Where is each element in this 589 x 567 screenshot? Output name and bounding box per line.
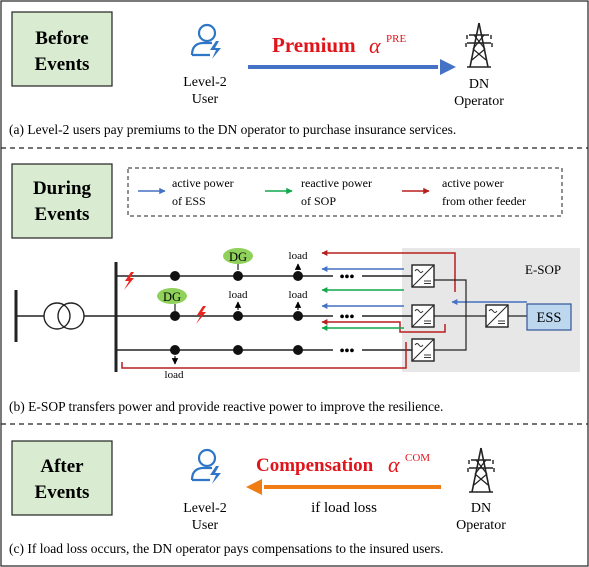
- bus-node: [233, 271, 243, 281]
- red-power-arrow: [321, 319, 446, 333]
- legend-item-label: reactive power: [301, 176, 372, 190]
- ess-converter-icon: [485, 304, 509, 328]
- dc-link: [434, 279, 467, 351]
- bus-node: [233, 345, 243, 355]
- before-label-line1: Before: [35, 28, 88, 49]
- bus-node: [170, 311, 180, 321]
- bus-node: [170, 345, 180, 355]
- compensation-symbol: α: [388, 452, 400, 477]
- bus-node: [293, 311, 303, 321]
- premium-symbol: α: [369, 33, 381, 58]
- ess-box: [526, 303, 572, 331]
- condition-text: if load loss: [311, 500, 377, 516]
- before-label-box: [11, 11, 113, 87]
- legend-item-label: of ESS: [172, 194, 206, 208]
- legend-box: [127, 167, 563, 217]
- dg-label: DG: [229, 250, 247, 264]
- transformer-icon: [43, 302, 71, 330]
- after-label-box: [11, 440, 113, 516]
- before-label-line2: Events: [35, 54, 90, 75]
- dg-label: DG: [163, 290, 181, 304]
- bus-node: [170, 271, 180, 281]
- bus-node: [293, 271, 303, 281]
- legend-item-label: of SOP: [301, 194, 336, 208]
- esop-label: E-SOP: [525, 262, 561, 277]
- sop-converter-icon: [411, 264, 435, 288]
- section-after: After Events Level-2 User Compensation α…: [9, 440, 506, 556]
- bus-node: [233, 311, 243, 321]
- ellipsis-dots: •••: [340, 270, 355, 285]
- operator-label-line1: DN: [469, 77, 489, 92]
- load-label: load: [229, 289, 248, 301]
- ellipsis-dots: •••: [340, 344, 355, 359]
- user-label-line1: Level-2: [183, 75, 227, 90]
- ess-label: ESS: [537, 310, 562, 326]
- caption-a: (a) Level-2 users pay premiums to the DN…: [9, 122, 456, 137]
- sop-converter-icon: [411, 338, 435, 362]
- compensation-superscript: COM: [405, 452, 430, 464]
- section-before: Before Events Level-2 User Premium α PRE…: [9, 11, 504, 137]
- user-label-line1: Level-2: [183, 501, 227, 516]
- compensation-text: Compensation: [256, 455, 374, 476]
- load-label: load: [165, 369, 184, 381]
- red-power-arrow: [321, 250, 456, 292]
- premium-arrow-head: [440, 59, 456, 75]
- during-label-box: [11, 163, 113, 239]
- after-label-line2: Events: [35, 482, 90, 503]
- dg-unit: [223, 248, 253, 264]
- caption-b: (b) E-SOP transfers power and provide re…: [9, 399, 443, 414]
- red-power-path: [121, 342, 407, 369]
- load-label: load: [289, 250, 308, 262]
- legend-item-label: from other feeder: [442, 194, 526, 208]
- compensation-arrow-head: [246, 479, 262, 495]
- bus-node: [293, 345, 303, 355]
- during-label-line1: During: [33, 178, 92, 199]
- premium-superscript: PRE: [386, 33, 406, 45]
- after-label-line1: After: [40, 456, 84, 477]
- legend-item-label: active power: [172, 176, 234, 190]
- premium-text: Premium: [272, 33, 356, 57]
- legend-item-label: active power: [442, 176, 504, 190]
- sop-converter-icon: [411, 304, 435, 328]
- operator-label-line2: Operator: [456, 518, 506, 533]
- operator-label-line2: Operator: [454, 94, 504, 109]
- operator-label-line1: DN: [471, 501, 491, 516]
- dg-unit: [157, 288, 187, 304]
- caption-c: (c) If load loss occurs, the DN operator…: [9, 541, 444, 556]
- section-during: During Events active power of ESS reacti…: [9, 163, 580, 414]
- load-label: load: [289, 289, 308, 301]
- during-label-line2: Events: [35, 204, 90, 225]
- user-label-line2: User: [192, 92, 219, 107]
- user-label-line2: User: [192, 518, 219, 533]
